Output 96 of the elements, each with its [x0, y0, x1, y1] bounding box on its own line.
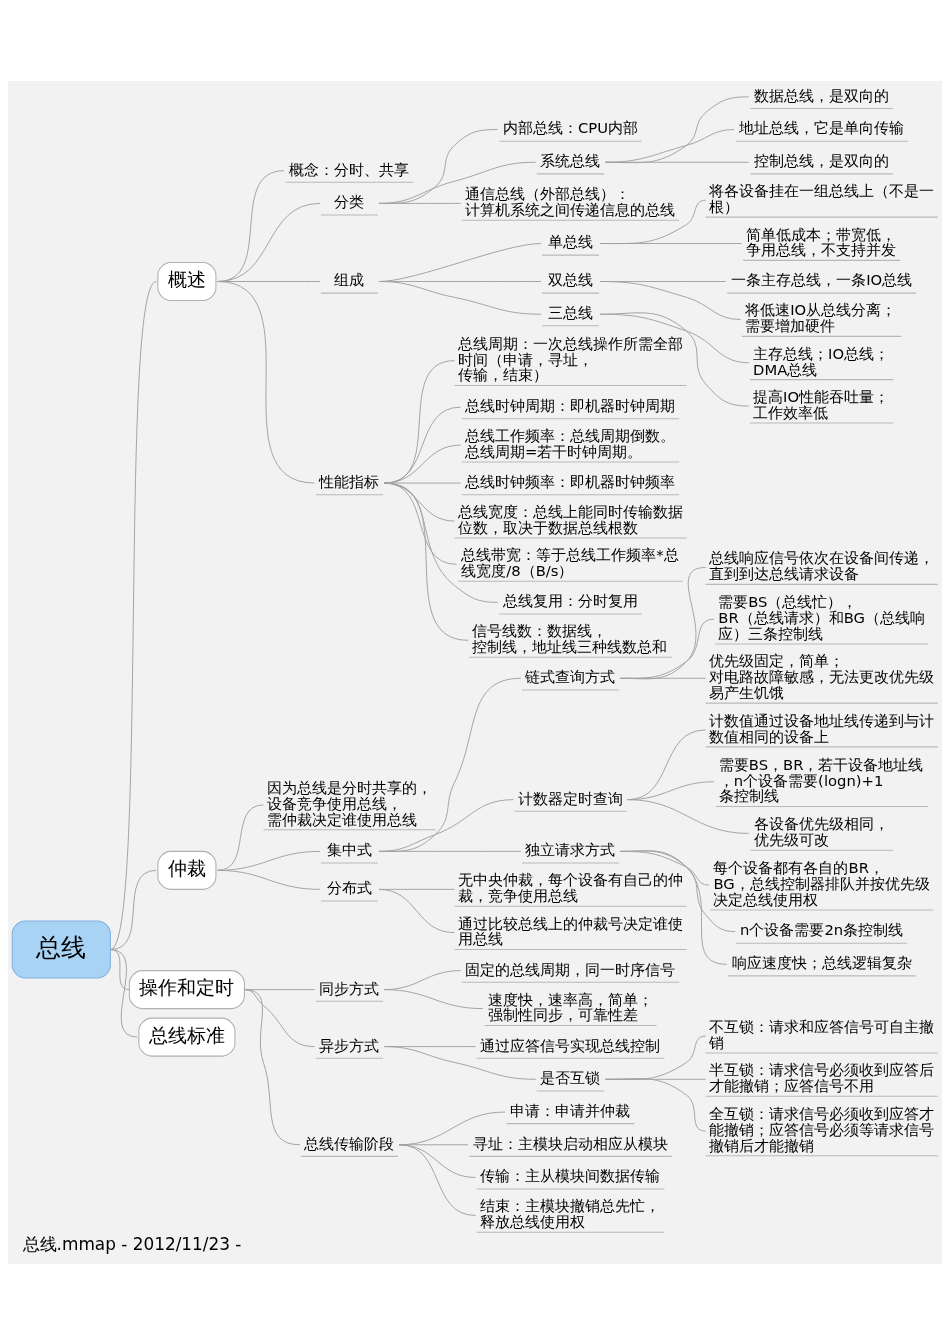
node-text: 总线工作频率：总线周期倒数。总线周期=若干时钟周期。: [464, 426, 675, 460]
node-text: 速度快，速率高，简单；强制性同步，可靠性差: [487, 990, 653, 1023]
node-text: 分类: [334, 192, 365, 210]
node-text: 传输：主从模块间数据传输: [480, 1166, 661, 1184]
node-text: 通过应答信号实现总线控制: [480, 1036, 661, 1054]
node-text: 链式查询方式: [525, 667, 616, 685]
node-text: 优先级固定，简单；对电路故障敏感，无法更改优先级易产生饥饿: [708, 651, 934, 701]
connector: [383, 988, 484, 1009]
node-text: 概念：分时、共享: [289, 160, 410, 178]
connector: [604, 161, 750, 163]
connector: [383, 406, 462, 484]
connector: [619, 566, 707, 679]
node-text: 总线带宽：等于总线工作频率*总线宽度/8（B/s）: [461, 545, 679, 579]
connector: [599, 280, 741, 320]
node-text: 需要BS，BR，若干设备地址线，n个设备需要(logn)+1条控制线: [718, 755, 924, 804]
connector: [604, 95, 750, 163]
connector: [217, 280, 316, 484]
connector: [619, 849, 728, 965]
node-box: 总线: [11, 920, 111, 979]
node-text: 结束：主模块撤销总先忙，释放总线使用权: [479, 1196, 660, 1230]
node-text: 异步方式: [319, 1036, 380, 1054]
node-text: 不互锁：请求和应答信号可自主撤销: [708, 1017, 934, 1051]
connector: [378, 161, 537, 204]
node-text: 半互锁：请求信号必须收到应答后才能撤销；应答信号不用: [708, 1060, 934, 1094]
connector: [383, 482, 469, 641]
node-text: 总线响应信号依次在设备间传递，直到到达总线请求设备: [708, 548, 934, 582]
connector: [378, 280, 542, 315]
node-box: 概述: [157, 261, 217, 301]
connector: [599, 242, 742, 244]
node-text: 内部总线：CPU内部: [502, 118, 639, 136]
node-text: 将各设备挂在一组总线上（不是一根）: [708, 181, 934, 215]
node-text: 分布式: [326, 878, 372, 896]
node-text: n个设备需要2n条控制线: [740, 920, 904, 938]
node-text: 将低速IO从总线分离；需要增加硬件: [745, 300, 897, 334]
node-text: 因为总线是分时共享的，设备竞争使用总线，需仲裁决定谁使用总线: [266, 778, 432, 828]
node-text: 数据总线，是双向的: [754, 86, 890, 104]
node-text: 通信总线（外部总线）：计算机系统之间传递信息的总线: [464, 184, 675, 218]
node-text: 每个设备都有各自的BR，BG，总线控制器排队并按优先级决定总线使用权: [713, 858, 930, 908]
connector: [378, 850, 522, 852]
connector: [599, 311, 750, 406]
node-text: 集中式: [326, 840, 372, 858]
connector: [109, 280, 157, 950]
connector: [383, 444, 462, 484]
node-text: 单总线: [548, 232, 594, 250]
connector: [383, 1045, 537, 1080]
node-text: 总线时钟频率：即机器时钟频率: [465, 472, 676, 490]
node-text: 信号线数：数据线，控制线，地址线三种线数总和: [472, 621, 668, 655]
node-text: 一条主存总线，一条IO总线: [731, 270, 913, 288]
node-text: 响应速度快；总线逻辑复杂: [731, 953, 912, 971]
connector: [378, 128, 499, 204]
node-text: 地址总线，它是单向传输: [739, 118, 905, 136]
node-text: 无中央仲裁，每个设备有自己的仲裁，竞争使用总线: [457, 870, 683, 904]
node-text: 总线宽度：总线上能同时传输数据位数，取决于数据总线根数: [457, 502, 683, 536]
node-text: 主存总线；IO总线；DMA总线: [753, 344, 890, 378]
node-box: 操作和定时: [128, 969, 245, 1009]
connector: [619, 677, 707, 679]
node-box: 总线标准: [138, 1017, 236, 1057]
node-text: 总线周期：一次总线操作所需全部时间（申请，寻址，传输，结束）: [457, 334, 683, 383]
connector: [627, 798, 750, 834]
node-text: 系统总线: [540, 151, 601, 169]
node-text: 是否互锁: [540, 1068, 601, 1086]
connector: [378, 888, 455, 933]
connector: [109, 948, 138, 1038]
node-text: 同步方式: [319, 979, 380, 997]
node-text: 独立请求方式: [525, 840, 616, 858]
node-text: 全互锁：请求信号必须收到应答才能撤销；应答信号必须等请求信号撤销后才能撤销: [708, 1104, 934, 1154]
node-text: 计数器定时查询: [518, 789, 624, 807]
connector: [217, 803, 264, 871]
node-text: 申请：申请并仲裁: [510, 1101, 631, 1119]
node-text: 组成: [334, 270, 365, 288]
node-text: 通过比较总线上的仲裁号决定谁使用总线: [457, 914, 683, 947]
node-text: 简单低成本；带宽低，争用总线，不支持并发: [746, 225, 897, 258]
node-text: 总线时钟周期：即机器时钟周期: [465, 396, 676, 414]
connector: [398, 1143, 476, 1216]
node-text: 总线复用：分时复用: [503, 591, 639, 609]
node-text: 寻址：主模块启动相应从模块: [473, 1134, 669, 1152]
connector: [619, 618, 715, 679]
node-text: 双总线: [548, 270, 594, 288]
connector: [243, 988, 316, 1047]
node-text: 控制总线，是双向的: [754, 151, 890, 169]
caption: 总线.mmap - 2012/11/23 -: [22, 1233, 242, 1254]
node-text: 三总线: [548, 303, 594, 321]
node-text: 计数值通过设备地址线传递到与计数值相同的设备上: [708, 711, 934, 745]
connector: [243, 988, 301, 1145]
node-text: 固定的总线周期，同一时序信号: [465, 960, 676, 978]
node-box: 仲裁: [157, 850, 217, 890]
connector: [378, 677, 522, 852]
connector: [378, 202, 462, 204]
node-text: 总线传输阶段: [304, 1134, 395, 1152]
connector: [383, 482, 499, 603]
connector: [604, 1077, 707, 1131]
connector: [217, 869, 321, 890]
node-text: 提高IO性能吞吐量；工作效率低: [753, 387, 890, 421]
node-text: 性能指标: [319, 472, 380, 490]
node-text: 各设备优先级相同，优先级可改: [753, 814, 889, 848]
node-text: 需要BS（总线忙），BR（总线请求）和BG（总线响应）三条控制线: [718, 592, 925, 642]
